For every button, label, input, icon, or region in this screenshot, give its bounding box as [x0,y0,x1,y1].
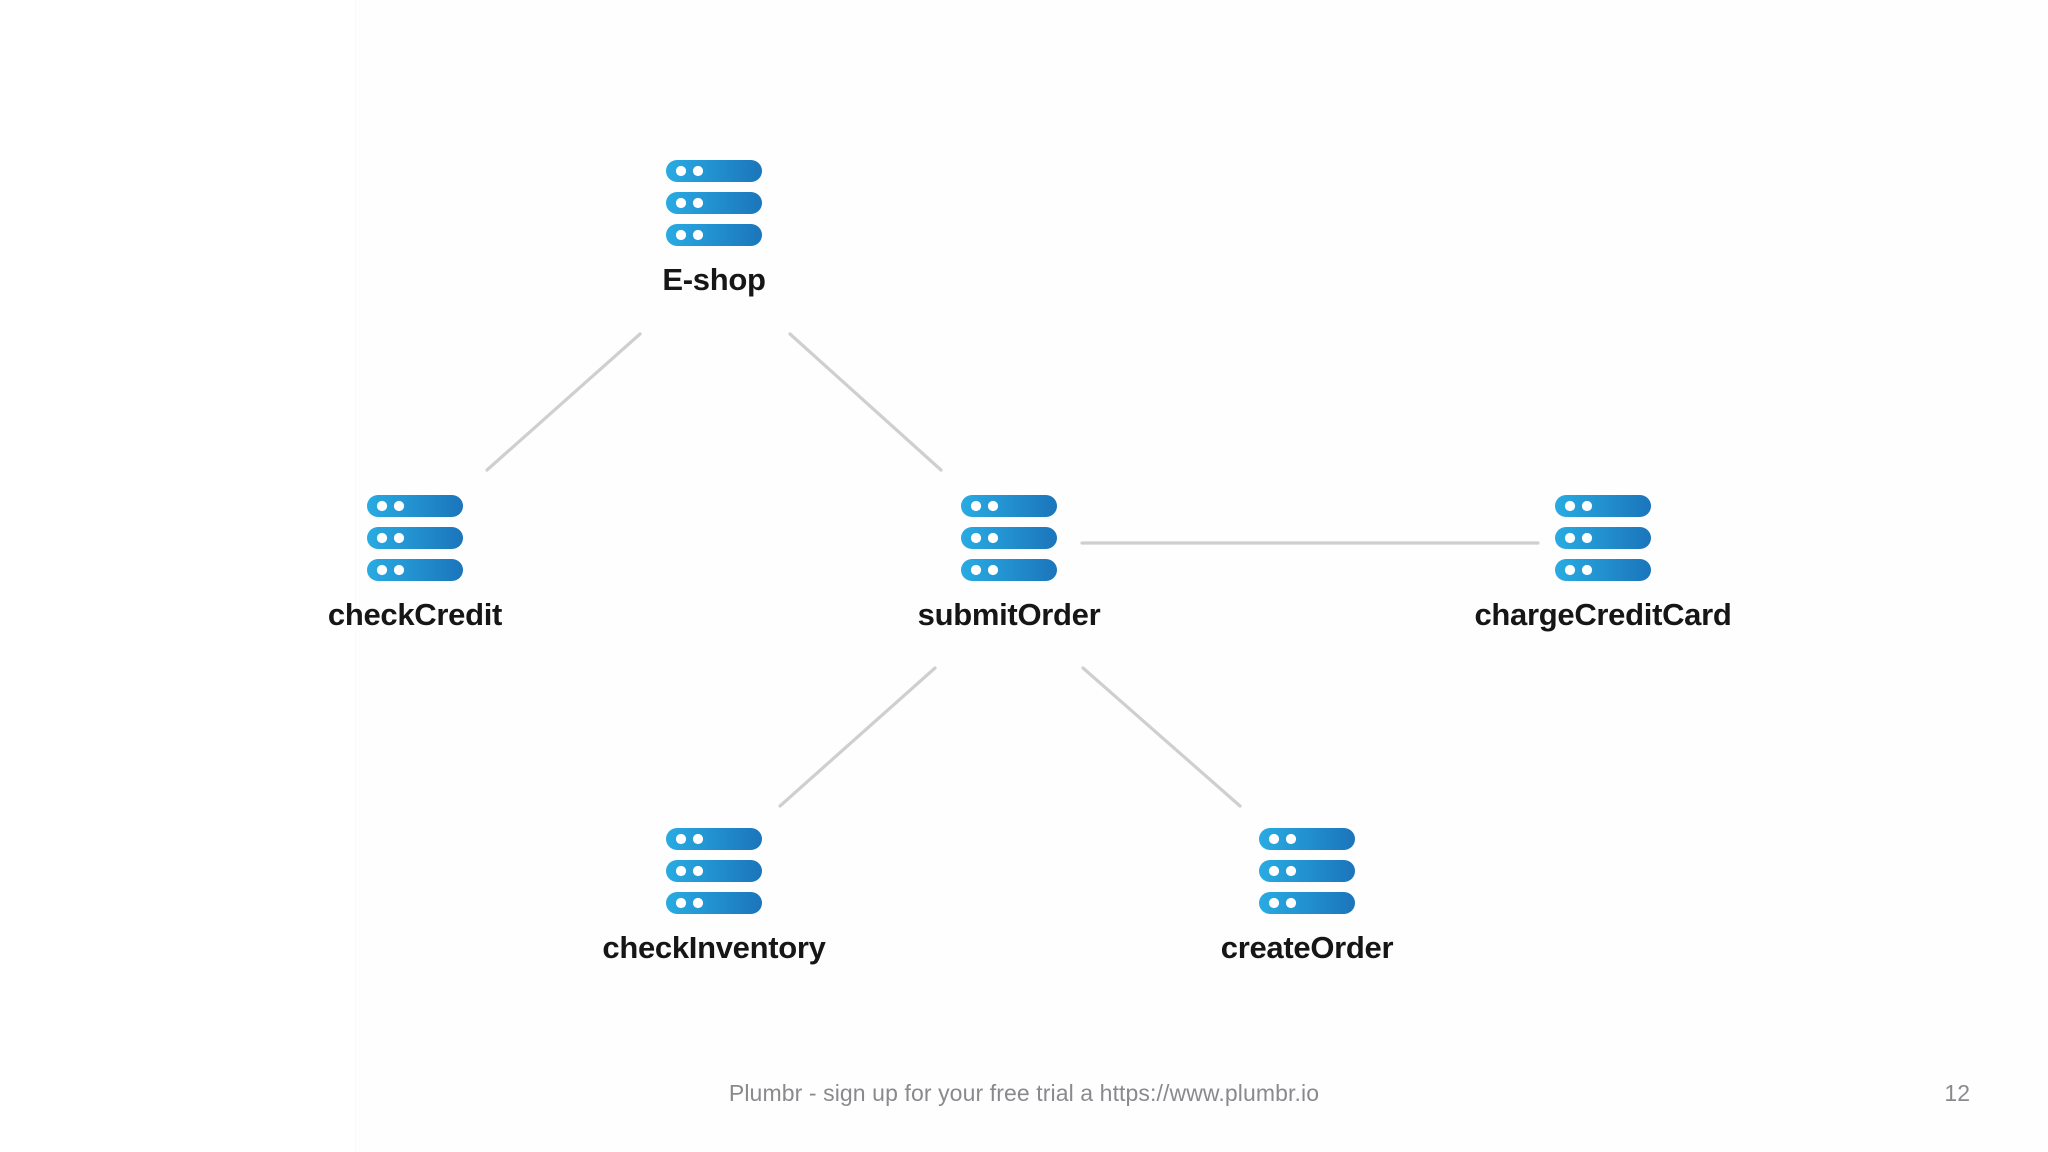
server-bar [666,828,762,850]
server-bar [1259,892,1355,914]
server-bar [1259,828,1355,850]
server-bar [1259,860,1355,882]
server-bar [367,527,463,549]
server-bar [666,192,762,214]
node-eshop[interactable]: E-shop [584,160,844,297]
server-bar [961,559,1057,581]
server-stack-icon [666,160,762,246]
node-checkInventory[interactable]: checkInventory [584,828,844,965]
server-bar [367,495,463,517]
edge-submitOrder-to-createOrder [1081,666,1242,808]
node-chargeCreditCard[interactable]: chargeCreditCard [1473,495,1733,632]
server-bar [666,160,762,182]
server-bar [367,559,463,581]
server-stack-icon [666,828,762,914]
server-bar [961,495,1057,517]
server-stack-icon [1259,828,1355,914]
node-label-checkInventory: checkInventory [602,930,826,965]
server-bar [1555,559,1651,581]
node-label-createOrder: createOrder [1220,930,1394,965]
edge-eshop-to-checkCredit [485,332,642,472]
slide-surface [355,0,2048,1152]
node-checkCredit[interactable]: checkCredit [285,495,545,632]
edge-eshop-to-submitOrder [788,332,943,472]
footer-note: Plumbr - sign up for your free trial a h… [728,1080,1320,1106]
node-label-chargeCreditCard: chargeCreditCard [1474,597,1732,632]
server-bar [666,892,762,914]
server-bar [666,860,762,882]
node-label-eshop: E-shop [662,262,766,297]
server-stack-icon [367,495,463,581]
node-submitOrder[interactable]: submitOrder [879,495,1139,632]
server-bar [666,224,762,246]
edge-submitOrder-to-checkInventory [778,666,937,808]
node-createOrder[interactable]: createOrder [1177,828,1437,965]
server-bar [961,527,1057,549]
node-label-submitOrder: submitOrder [917,597,1101,632]
server-bar [1555,495,1651,517]
server-stack-icon [1555,495,1651,581]
page-number: 12 [1944,1080,1970,1106]
node-label-checkCredit: checkCredit [327,597,503,632]
server-stack-icon [961,495,1057,581]
server-bar [1555,527,1651,549]
